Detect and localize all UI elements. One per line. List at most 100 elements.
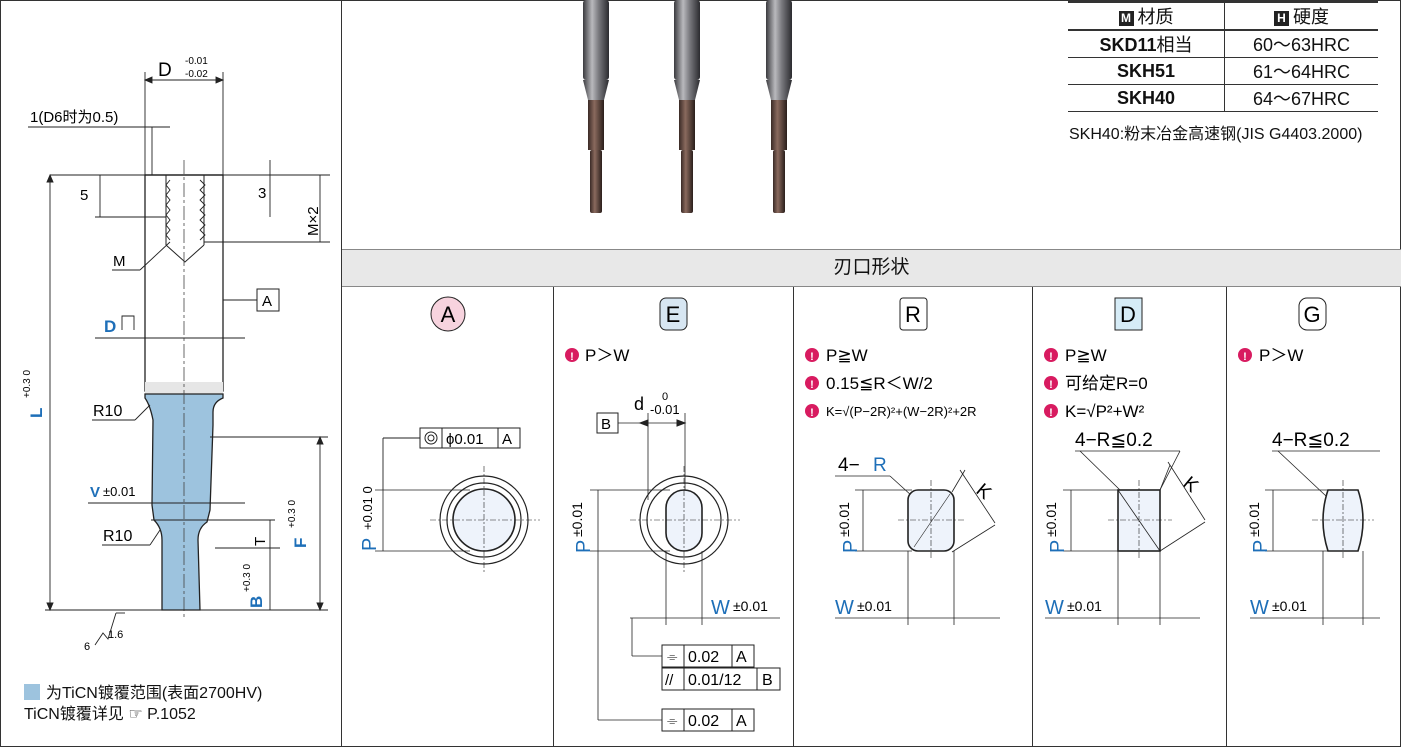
shape-e-badge <box>659 297 688 331</box>
svg-text:P＞W: P＞W <box>585 346 629 365</box>
material-cell: SKH40 <box>1068 84 1225 112</box>
shape-r-dim-k: K <box>972 480 995 504</box>
label-r10-lower: R10 <box>103 528 132 545</box>
hardness-cell: 61～64HRC <box>1224 57 1378 85</box>
dim-mx2-lines <box>204 160 330 243</box>
shape-e-tol3-datum: A <box>736 713 747 730</box>
warning-icon <box>1044 376 1058 390</box>
warning-icon <box>805 376 819 390</box>
r10-upper-leader <box>92 404 151 421</box>
shape-a-tol-value: ϕ0.01 <box>446 431 484 448</box>
punch-drawing: D -0.01 -0.02 1(D6时为0.5) 5 3 M×2 <box>22 56 330 653</box>
shape-a-dim-p: P <box>359 538 381 551</box>
shape-e-tol3-symbol: ⌯ <box>667 713 678 728</box>
shape-e-dim-w: W <box>711 597 730 619</box>
shape-e-tol-frame-2 <box>661 667 781 691</box>
label-roughness: 6 <box>84 641 90 653</box>
svg-text:!: ! <box>1243 351 1247 363</box>
warning-icon <box>1044 404 1058 418</box>
shape-e-condition-0: ! P＞W <box>565 346 629 365</box>
shape-d-condition-1: ! 可给定R=0 <box>1044 374 1148 393</box>
svg-text:P＞W: P＞W <box>1259 346 1303 365</box>
shape-e-dim-d-tol-up: 0 <box>662 391 668 403</box>
shape-a-geometry <box>375 466 540 574</box>
coated-shank <box>144 393 224 611</box>
shape-d-dim-w: W <box>1045 597 1064 619</box>
material-cell: SKD11相当 <box>1068 29 1225 58</box>
shape-e-panel: E ! P＞W d 0 -0.01 B <box>565 297 781 732</box>
coating-legend-line-2: TiCN镀覆详见 ☞ P.1052 <box>24 704 262 725</box>
shape-d-condition-2: ! K=√P²+W² <box>1044 402 1145 421</box>
shapes-section-title: 刃口形状 <box>342 249 1401 287</box>
hardness-cell: 64～67HRC <box>1224 84 1378 112</box>
dim-d-top <box>143 72 225 175</box>
label-dim-b: B <box>247 596 266 608</box>
coating-page-link[interactable]: P.1052 <box>147 706 196 723</box>
warning-icon <box>1238 348 1252 362</box>
shape-g-condition-0: ! P＞W <box>1238 346 1303 365</box>
shape-e-tol3-value: 0.02 <box>688 713 719 730</box>
shape-g-dim-w: W <box>1250 597 1269 619</box>
shape-d-label: D <box>1120 302 1136 327</box>
roughness-mark <box>94 612 125 646</box>
dim-tfb-lines <box>200 435 328 612</box>
shape-g-dim-w-tol: ±0.01 <box>1272 598 1307 614</box>
shape-d-dim-4r: 4−R≦0.2 <box>1075 430 1153 451</box>
label-dim-mx2: M×2 <box>305 206 322 236</box>
shape-g-dim-p: P <box>1250 540 1272 553</box>
shape-e-dim-d: d <box>634 394 644 414</box>
shape-e-datum-b: B <box>601 416 611 433</box>
shape-e-geometry <box>590 413 780 721</box>
svg-text:K=√P²+W²: K=√P²+W² <box>1065 402 1145 421</box>
shape-r-dim-p-tol: ±0.01 <box>836 502 852 537</box>
shape-a-label: A <box>441 302 456 327</box>
dim-d-side-lines <box>95 315 245 339</box>
shape-r-condition-0: ! P≧W <box>805 346 868 365</box>
svg-text:K=√(P−2R)²+(W−2R)²+2R: K=√(P−2R)²+(W−2R)²+2R <box>826 404 977 419</box>
coating-range-text: 为TiCN镀覆范围(表面2700HV) <box>46 685 263 702</box>
material-badge-icon: M <box>1118 11 1134 26</box>
svg-text:P≧W: P≧W <box>1065 346 1107 365</box>
shape-r-condition-2: ! K=√(P−2R)²+(W−2R)²+2R <box>805 404 977 419</box>
product-photos <box>583 0 792 213</box>
shape-e-tol2-value: 0.01/12 <box>688 672 741 689</box>
shape-e-dim-d-tol-low: -0.01 <box>650 402 680 417</box>
shape-r-dim-4r-r: R <box>873 455 887 476</box>
shape-r-dim-w-tol: ±0.01 <box>857 598 892 614</box>
shape-r-geometry <box>835 469 1000 625</box>
label-dim-d-tol-low: -0.02 <box>185 69 208 80</box>
shape-e-dim-p-tol: ±0.01 <box>569 502 585 537</box>
shape-e-tol1-value: 0.02 <box>688 649 719 666</box>
label-dim-m: M <box>113 253 126 270</box>
shape-r-dim-w: W <box>835 597 854 619</box>
svg-text:!: ! <box>1049 351 1053 363</box>
shape-r-panel: R ! P≧W ! 0.15≦R＜W/2 ! K=√(P−2R)²+(W−2R)… <box>805 297 1000 625</box>
label-dim-d-side: D <box>104 317 116 336</box>
hardness-cell: 60～63HRC <box>1224 29 1378 58</box>
warning-icon <box>805 348 819 362</box>
coating-legend-line-1: 为TiCN镀覆范围(表面2700HV) <box>24 683 262 704</box>
shape-d-geometry <box>1045 450 1206 625</box>
shape-d-dim-p: P <box>1047 540 1069 553</box>
warning-icon <box>565 348 579 362</box>
shape-d-badge <box>1114 297 1143 331</box>
punch-photo-3 <box>766 0 792 213</box>
label-dim-d-tol-up: -0.01 <box>185 56 208 67</box>
svg-text:!: ! <box>810 379 814 391</box>
table-row: SKH40 64～67HRC <box>1068 84 1378 112</box>
shape-g-label: G <box>1303 302 1320 327</box>
material-note: SKH40:粉末冶金高速钢(JIS G4403.2000) <box>1069 126 1363 143</box>
shape-r-condition-1: ! 0.15≦R＜W/2 <box>805 374 933 393</box>
shape-g-dim-p-tol: ±0.01 <box>1246 502 1262 537</box>
hardness-badge-icon: H <box>1274 11 1289 26</box>
m-leader <box>112 241 171 271</box>
shape-e-label: E <box>666 302 681 327</box>
shape-r-label: R <box>905 302 921 327</box>
svg-text:!: ! <box>1049 379 1053 391</box>
shape-e-tol1-datum: A <box>736 649 747 666</box>
shape-d-condition-0: ! P≧W <box>1044 346 1107 365</box>
